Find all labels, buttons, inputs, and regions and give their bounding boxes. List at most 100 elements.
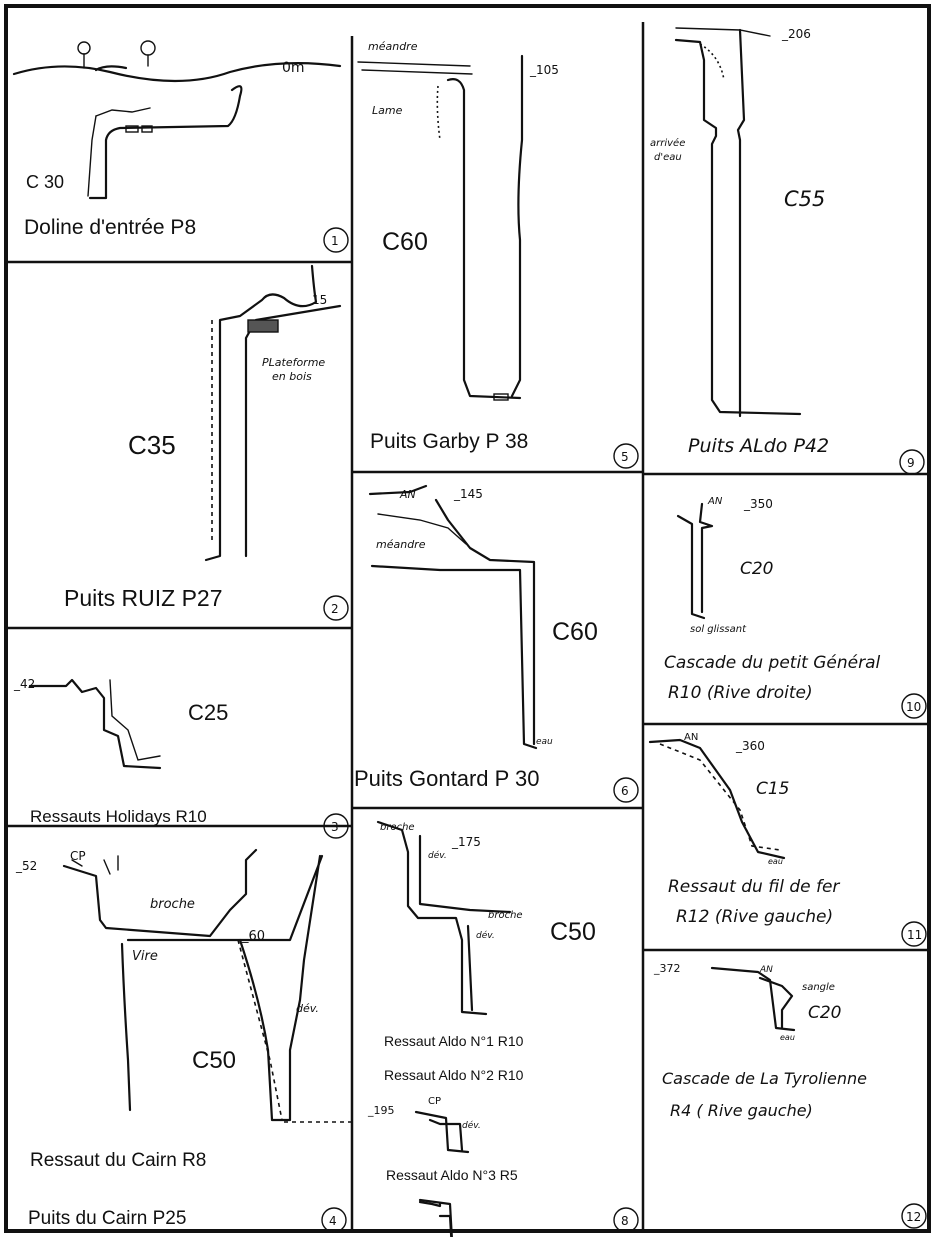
depth-0m: 0m [282, 60, 305, 76]
panel-title-10b: R10 (Rive droite) [668, 683, 813, 703]
sheet-frame [4, 4, 931, 1233]
panel-title-8a: Ressaut Aldo N°1 R10 [384, 1033, 524, 1049]
garby-shaft-right [510, 54, 524, 398]
label-sangle: sangle [802, 982, 835, 993]
label-c30: C 30 [26, 172, 64, 192]
panel-2: 15 PLateforme en bois C35 Puits RUIZ P27… [64, 264, 349, 621]
panel-number-circle-11 [901, 921, 927, 947]
shaft-wall-left [204, 264, 318, 562]
label-c55: C55 [784, 187, 825, 211]
label-dev-8a: dév. [428, 850, 447, 861]
panel-10: AN _350 C20 sol glissant Cascade du peti… [664, 496, 927, 719]
label-an-10: AN [707, 496, 723, 507]
label-eau-6: eau [536, 737, 553, 747]
panel-9: _206 arrivée d'eau C55 Puits ALdo P42 9 [650, 27, 925, 475]
general-wall-left [676, 514, 706, 620]
aldo-shaft-right [736, 28, 746, 418]
ressaut-profile [28, 678, 162, 770]
panel-12: _372 AN sangle C20 eau Cascade de La Tyr… [653, 962, 927, 1229]
label-c50-b: C50 [550, 918, 596, 946]
label-meandre-2: méandre [376, 538, 426, 551]
panel-number-10: 10 [906, 700, 921, 714]
depth-372: _372 [653, 962, 681, 975]
depth-360: _360 [735, 739, 765, 753]
tyrolienne-wall-right [758, 976, 794, 1030]
panel-number-12: 12 [906, 1210, 921, 1224]
cairn-left-wall [120, 942, 132, 1112]
meandre-roof [357, 61, 471, 67]
panel-11: AN _360 C15 eau Ressaut du fil de fer R1… [648, 732, 927, 947]
panel-title-1: Doline d'entrée P8 [24, 216, 196, 239]
depth-195: _195 [367, 1104, 395, 1117]
panel-number-2: 2 [331, 602, 339, 616]
panel-title-2: Puits RUIZ P27 [64, 585, 223, 611]
label-broche: broche [150, 897, 195, 912]
depth-350: _350 [743, 497, 773, 511]
depth-52: _52 [15, 859, 37, 873]
cairn-right-wall [238, 854, 322, 1122]
cairn-upper-wall [62, 848, 258, 938]
label-c20-b: C20 [808, 1003, 842, 1023]
panel-title-12a: Cascade de La Tyrolienne [662, 1069, 867, 1088]
label-an-11: AN [684, 732, 698, 743]
panel-number-circle-1 [323, 227, 349, 253]
aldo-ressaut-1-2 [376, 820, 488, 1016]
general-wall-right [698, 502, 714, 614]
panel-number-circle-9 [899, 449, 925, 475]
panel-number-circle-4 [321, 1207, 347, 1233]
depth-105: _105 [529, 63, 559, 77]
panel-number-circle-6 [613, 777, 639, 803]
label-dev: dév. [296, 1002, 319, 1015]
gontard-shaft-right [434, 498, 536, 746]
panel-title-6: Puits Gontard P 30 [354, 766, 540, 791]
panel-title-9: Puits ALdo P42 [688, 435, 829, 457]
vire-ledge [126, 854, 324, 942]
panel-number-5: 5 [621, 450, 629, 464]
panel-number-circle-2 [323, 595, 349, 621]
panel-title-4: Ressaut du Cairn R8 [30, 1150, 206, 1171]
label-c15: C15 [756, 779, 790, 799]
label-cp-8: CP [428, 1096, 441, 1107]
shaft-wall-right [244, 304, 342, 558]
panel-title-8b: Ressaut Aldo N°2 R10 [384, 1067, 524, 1083]
label-lame: Lame [372, 104, 403, 117]
label-sol-glissant: sol glissant [690, 624, 747, 635]
label-an: AN [399, 488, 416, 501]
panel-number-circle-5 [613, 443, 639, 469]
panel-title-12b: R4 ( Rive gauche) [670, 1101, 813, 1120]
label-c60-b: C60 [552, 618, 598, 646]
platform-label-1: PLateforme [262, 356, 325, 369]
panel-number-circle-10 [901, 693, 927, 719]
panel-5: méandre Lame _105 C60 Puits Garby P 38 5 [357, 40, 639, 469]
fil-de-fer-profile [648, 738, 786, 860]
depth-206: _206 [781, 27, 811, 41]
label-c20-a: C20 [740, 559, 774, 579]
panel-number-11: 11 [907, 928, 922, 942]
label-eau-11: eau [768, 857, 783, 866]
label-meandre: méandre [368, 40, 418, 53]
depth-145: _145 [453, 487, 483, 501]
panel-number-1: 1 [331, 234, 339, 248]
panel-8: broche _175 dév. broche dév. C50 Ressaut… [367, 820, 639, 1237]
aldo-shaft-left [674, 38, 802, 416]
depth-175: _175 [451, 835, 481, 849]
label-broche-8a: broche [380, 822, 415, 833]
panel-number-circle-3 [323, 813, 349, 839]
label-broche-8b: broche [488, 910, 523, 921]
panel-title-10a: Cascade du petit Général [664, 653, 881, 673]
panel-number-circle-8 [613, 1207, 639, 1233]
panel-title-11b: R12 (Rive gauche) [676, 907, 833, 927]
label-an-12: AN [759, 965, 773, 975]
panel-1: C 30 0m Doline d'entrée P8 1 [12, 40, 349, 253]
label-deau: d'eau [654, 152, 682, 163]
label-dev-8b: dév. [476, 930, 495, 941]
panel-title-5: Puits Garby P 38 [370, 430, 528, 453]
depth-15: 15 [312, 293, 327, 307]
panel-number-6: 6 [621, 784, 629, 798]
depth-42: _42 [13, 677, 35, 691]
label-vire: Vire [132, 949, 158, 964]
label-c50: C50 [192, 1047, 236, 1074]
panel-title-3: Ressauts Holidays R10 [30, 807, 207, 826]
platform-label-2: en bois [272, 370, 312, 383]
